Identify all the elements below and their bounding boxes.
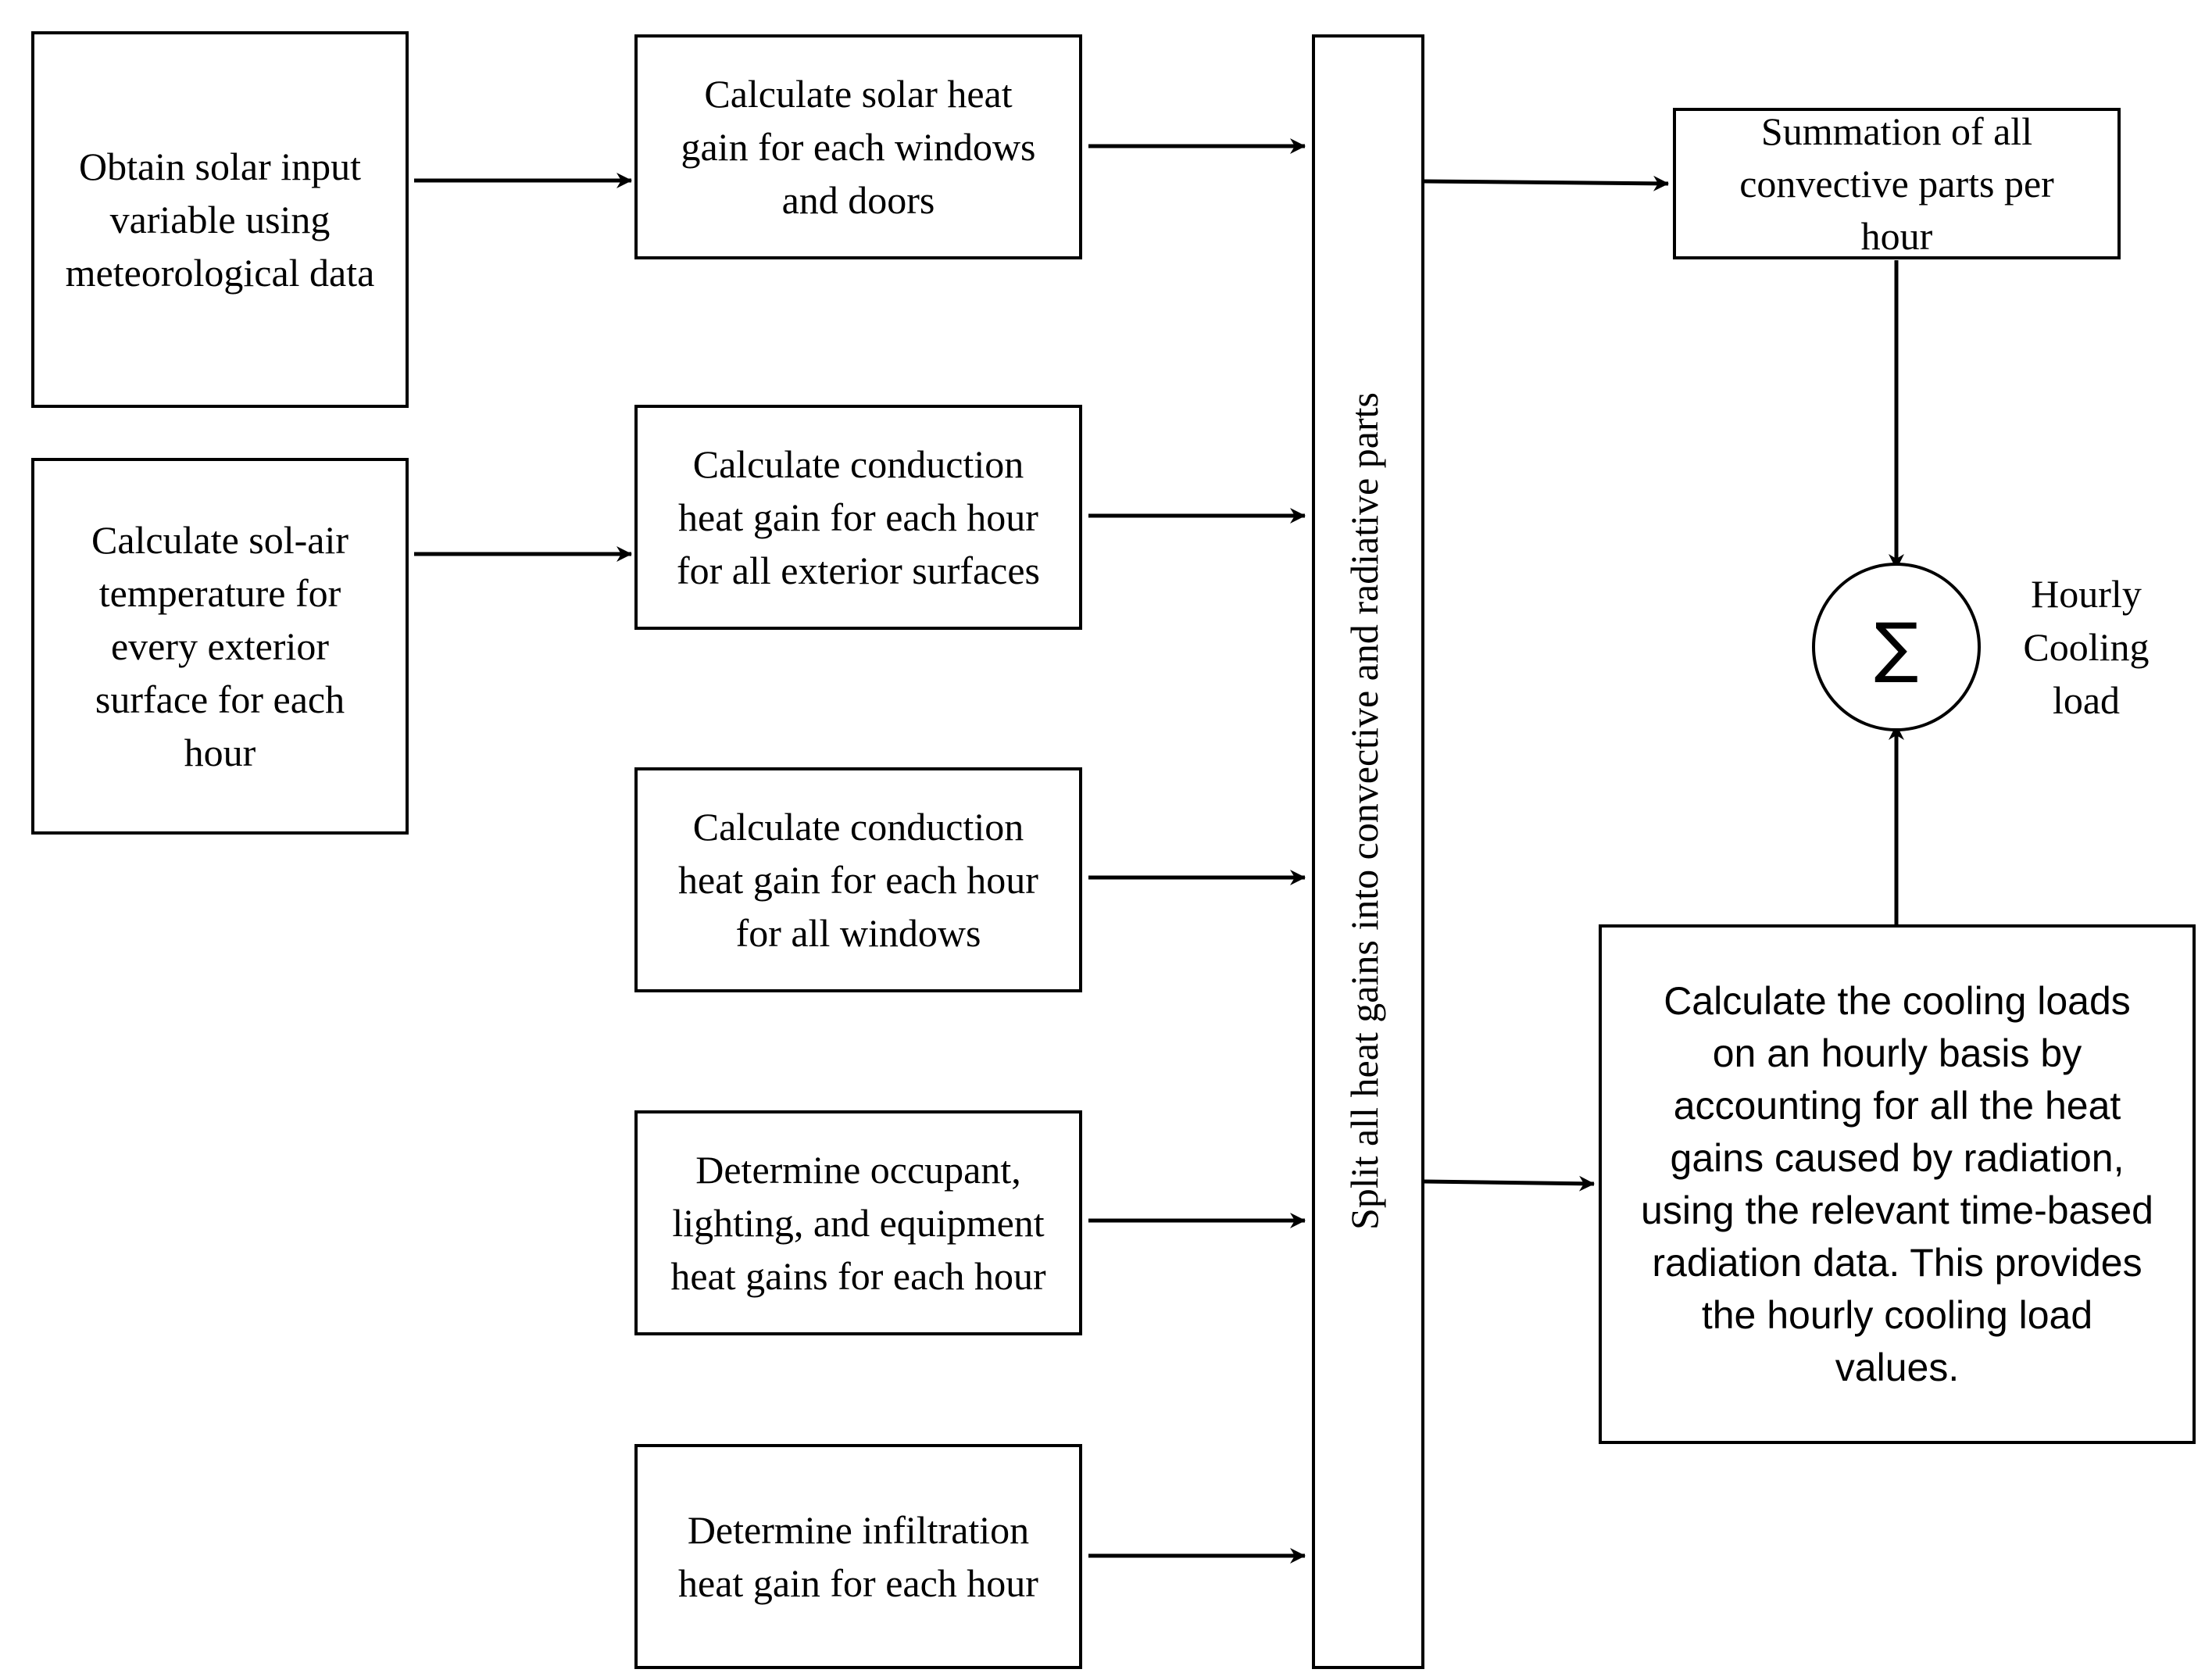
summation-circle <box>1812 563 1981 731</box>
split-heat-gains-box <box>1312 34 1424 1669</box>
obtain-solar-input-box: Obtain solar input variable using meteor… <box>31 31 409 408</box>
obtain-solar-input-text: Obtain solar input variable using meteor… <box>65 145 375 295</box>
internal-gains-box: Determine occupant, lighting, and equipm… <box>634 1110 1082 1335</box>
internal-gains-text: Determine occupant, lighting, and equipm… <box>670 1148 1046 1298</box>
conduction-windows-box: Calculate conduction heat gain for each … <box>634 767 1082 992</box>
arrow-split-to-radiative-calc <box>1424 1175 1595 1192</box>
solar-heat-gain-text: Calculate solar heat gain for each windo… <box>681 72 1036 222</box>
convective-summation-text: Summation of all convective parts per ho… <box>1739 109 2054 258</box>
sol-air-temperature-box: Calculate sol-air temperature for every … <box>31 458 409 835</box>
radiative-cooling-load-box: Calculate the cooling loads on an hourly… <box>1599 924 2196 1444</box>
split-heat-gains-label: Split all heat gains into convective and… <box>1342 392 1386 1230</box>
hourly-cooling-load-label: Hourly Cooling load <box>2023 572 2150 722</box>
convective-summation-box: Summation of all convective parts per ho… <box>1673 108 2121 259</box>
conduction-surfaces-box: Calculate conduction heat gain for each … <box>634 405 1082 630</box>
summation-icon: ∑ <box>1874 609 1919 685</box>
solar-heat-gain-box: Calculate solar heat gain for each windo… <box>634 34 1082 259</box>
arrow-split-to-convective-sum <box>1424 175 1669 191</box>
sol-air-temperature-text: Calculate sol-air temperature for every … <box>91 518 349 774</box>
conduction-surfaces-text: Calculate conduction heat gain for each … <box>676 442 1041 592</box>
infiltration-text: Determine infiltration heat gain for eac… <box>678 1508 1038 1605</box>
radiative-cooling-load-text: Calculate the cooling loads on an hourly… <box>1641 978 2153 1389</box>
infiltration-box: Determine infiltration heat gain for eac… <box>634 1444 1082 1669</box>
conduction-windows-text: Calculate conduction heat gain for each … <box>678 805 1038 955</box>
